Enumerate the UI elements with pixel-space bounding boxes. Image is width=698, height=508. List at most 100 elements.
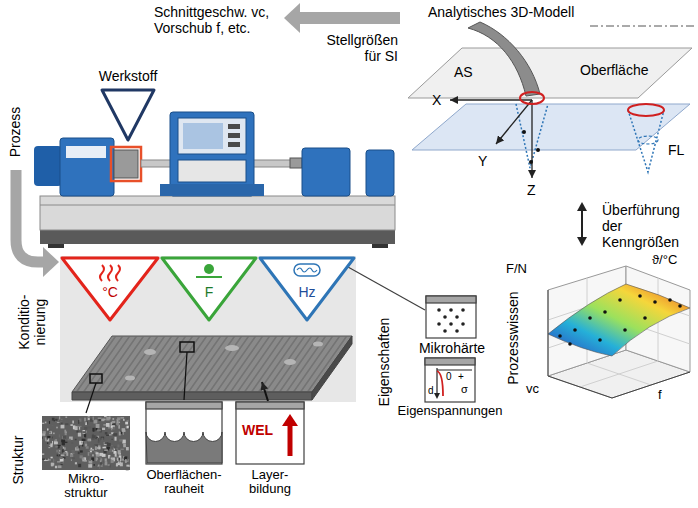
micrograph-grain xyxy=(96,466,99,469)
micrograph-grain xyxy=(117,417,120,420)
micrograph-grain xyxy=(112,418,114,420)
conditioning-panel xyxy=(60,256,356,402)
lathe-illustration-part xyxy=(178,160,246,182)
micrograph-grain xyxy=(85,422,87,425)
micrograph-grain xyxy=(88,417,91,418)
micrograph-grain xyxy=(52,425,54,426)
micrograph-grain xyxy=(67,420,69,422)
workpiece-illustration-part xyxy=(72,336,352,392)
micrograph-grain xyxy=(106,435,109,436)
micrograph-grain xyxy=(98,447,100,449)
process-surface-chart-part xyxy=(612,372,690,398)
hardness-dot xyxy=(449,322,453,326)
micrograph-grain xyxy=(105,461,108,465)
micrograph-grain xyxy=(54,459,56,461)
workpiece-illustration-part xyxy=(90,374,102,383)
model-3d-illustration-part xyxy=(529,160,533,164)
edge-label: Überführung der Kenngrößen xyxy=(602,202,694,250)
process-surface-chart-part xyxy=(548,376,612,398)
lathe-illustration-part xyxy=(48,244,64,248)
micrograph-grain xyxy=(111,432,113,434)
stress-axis xyxy=(437,369,472,370)
hardness-dot xyxy=(455,329,459,333)
axis-label: X xyxy=(432,92,441,108)
micrograph-grain xyxy=(78,452,80,454)
micrograph-grain xyxy=(126,426,128,429)
micrograph-grain xyxy=(82,439,86,441)
parameter-text: Schnittgeschw. vc, Vorschub f, etc. xyxy=(154,4,284,36)
process-surface-chart-part xyxy=(568,342,572,346)
micrograph-grain xyxy=(104,451,107,454)
micrograph-grain xyxy=(46,458,48,460)
micrograph-grain xyxy=(65,442,68,443)
micrograph-grain xyxy=(82,431,85,433)
micrograph-grain xyxy=(120,462,123,466)
micrograph-grain xyxy=(72,457,75,459)
micrograph-grain xyxy=(102,447,105,449)
layer-tag: WEL xyxy=(242,422,273,438)
axis-label: Y xyxy=(478,153,487,169)
micrograph-grain xyxy=(100,462,101,466)
micrograph-grain xyxy=(111,460,114,463)
workpiece-illustration-part xyxy=(312,336,352,400)
triangle-symbol: °C xyxy=(60,284,160,300)
group-label: Struktur xyxy=(10,436,26,485)
property-line xyxy=(348,267,425,310)
hardness-dot xyxy=(455,315,459,319)
micrograph-grain xyxy=(84,418,85,422)
micrograph-grain xyxy=(75,439,77,440)
micrograph-grain xyxy=(70,424,72,425)
card-body xyxy=(425,358,475,402)
micrograph-grain xyxy=(76,430,78,432)
micrograph-grain xyxy=(84,422,85,423)
micrograph-grain xyxy=(60,446,63,449)
layer-arrow xyxy=(282,414,298,426)
structure-caption: Oberflächen- rauheit xyxy=(136,468,232,497)
heat-icon xyxy=(108,265,112,281)
card-header xyxy=(426,296,476,303)
micrograph-grain xyxy=(58,453,59,455)
micrograph-grain xyxy=(88,452,91,453)
micrograph-grain xyxy=(47,428,48,430)
micrograph-grain xyxy=(83,430,86,434)
leader-lines-part xyxy=(86,383,96,413)
micrograph-grain xyxy=(109,434,112,436)
micrograph-grain xyxy=(63,453,65,454)
micrograph-grain xyxy=(75,426,78,430)
axis-label: f xyxy=(658,388,662,403)
model-3d-illustration xyxy=(408,22,694,178)
model-3d-illustration-part xyxy=(536,148,540,152)
workpiece-illustration-part xyxy=(284,359,296,365)
micrograph-grain xyxy=(94,420,98,423)
micrograph-grain xyxy=(88,439,92,442)
micrograph-grain xyxy=(120,449,124,450)
roughness-profile xyxy=(146,432,222,463)
micrograph-grain xyxy=(43,436,45,439)
micrograph-grain xyxy=(126,467,129,471)
micrograph-grain xyxy=(118,461,120,463)
axis-label: d xyxy=(428,385,434,397)
micrograph-grain xyxy=(96,445,98,446)
micrograph-grain xyxy=(49,459,51,461)
lathe-illustration-part xyxy=(372,244,388,248)
parameter-arrow xyxy=(300,12,400,24)
micrograph-grain xyxy=(116,463,118,466)
micrograph-grain xyxy=(72,421,74,424)
lathe-illustration-part xyxy=(366,150,394,196)
micrograph-grain xyxy=(76,446,78,449)
micrograph-grain xyxy=(109,449,112,452)
structure-caption: Layer- bildung xyxy=(240,468,300,497)
micrograph-grain xyxy=(106,417,109,421)
micrograph-grain xyxy=(71,460,72,461)
micrograph-grain xyxy=(98,465,99,466)
micrograph-grain xyxy=(62,442,65,446)
micrograph-grain xyxy=(97,430,101,432)
lathe-illustration-part xyxy=(111,147,141,181)
micrograph-grain xyxy=(64,447,66,450)
micrograph-grain xyxy=(51,463,54,466)
micrograph-grain xyxy=(89,450,90,452)
micrograph-grain xyxy=(61,425,65,429)
edge-label: Stellgrößen für SI xyxy=(318,32,398,64)
